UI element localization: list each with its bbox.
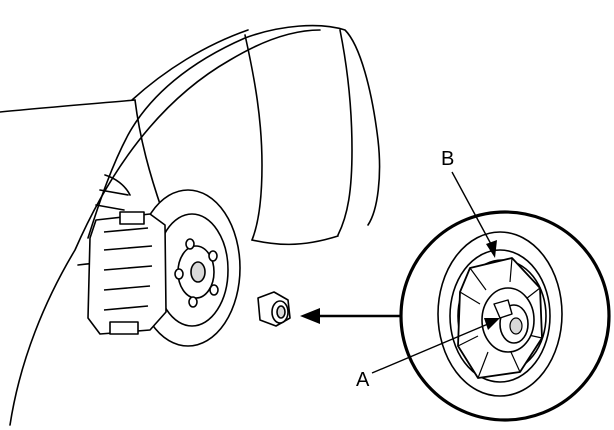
liner-bottom-edge xyxy=(251,235,339,246)
fender-edge-outer xyxy=(9,29,321,426)
detail-rotor-ring xyxy=(437,231,563,397)
hub-nut-bore xyxy=(276,305,286,319)
callout-b-leader xyxy=(451,171,493,247)
body-side-panel xyxy=(0,99,136,113)
wheel-arch-liner xyxy=(244,34,263,241)
callout-a-leader xyxy=(371,323,489,374)
detail-staked-notch xyxy=(493,299,513,319)
strut-area xyxy=(95,174,131,211)
detail-hub-flange xyxy=(449,249,551,383)
vehicle-body xyxy=(0,24,381,426)
brake-assembly xyxy=(87,189,241,347)
wheel-arch-outer xyxy=(87,24,381,239)
brake-caliper xyxy=(87,213,167,335)
lug-stud xyxy=(185,238,195,250)
lug-stud xyxy=(209,284,219,296)
detail-spindle-center xyxy=(509,317,523,335)
lug-stud xyxy=(174,268,184,280)
callout-a-arrowhead xyxy=(484,318,500,330)
callout-a-label: A xyxy=(356,369,370,391)
caliper-detail xyxy=(103,227,153,311)
detail-hub-nut-facets xyxy=(457,257,543,379)
wheel-arch-inner xyxy=(131,29,249,101)
callout-a: A xyxy=(356,318,500,391)
lug-stud xyxy=(208,250,218,262)
caliper-bracket-top xyxy=(119,211,145,225)
removal-arrow xyxy=(300,308,414,324)
arrow-head xyxy=(300,308,320,324)
callout-b-label: B xyxy=(441,148,454,170)
lug-stud xyxy=(188,296,198,308)
callout-b: B xyxy=(441,148,497,258)
wheel-arch-liner-inner xyxy=(134,99,163,211)
caliper-bracket-bottom xyxy=(109,321,139,335)
hub-center xyxy=(190,261,206,283)
liner-rear-edge xyxy=(337,29,353,236)
detail-view xyxy=(399,210,611,422)
callout-b-arrowhead xyxy=(486,240,497,258)
removed-hub-nut xyxy=(257,291,291,327)
